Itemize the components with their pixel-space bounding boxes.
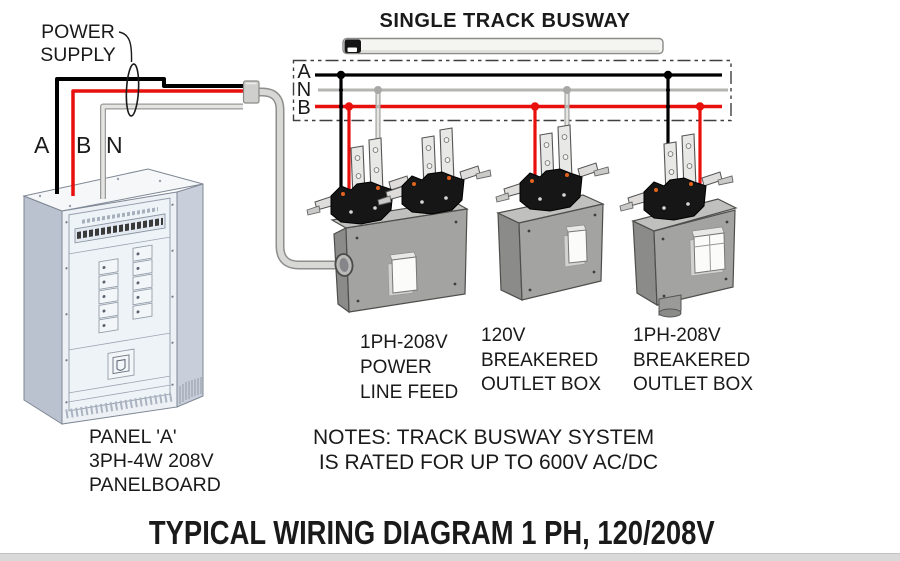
phase-a-supply-wire xyxy=(55,77,244,194)
panel-side-vents xyxy=(179,377,202,404)
bus-label-n: N xyxy=(296,79,312,101)
conduit xyxy=(259,89,338,268)
conduit-entry-knockout xyxy=(334,253,354,277)
box2-breaker-switch xyxy=(567,229,588,264)
supply-wire-label-b: B xyxy=(76,132,92,158)
track-plug-120v xyxy=(495,124,610,212)
callout-leader-line xyxy=(118,31,133,63)
diagram-title-text: TYPICAL WIRING DIAGRAM 1 PH, 120/208V xyxy=(149,514,715,551)
notes-text: NOTES: TRACK BUSWAY SYSTEM IS RATED FOR … xyxy=(313,426,659,474)
cord-connector-block xyxy=(242,80,260,104)
panel-front-details xyxy=(65,197,174,412)
device-label-power-line-feed: 1PH-208V POWER LINE FEED xyxy=(360,332,459,403)
supply-connector xyxy=(242,80,338,270)
phase-b-supply-wire xyxy=(71,89,244,196)
device-label-208v-outlet-box: 1PH-208V BREAKERED OUTLET BOX xyxy=(633,325,754,395)
panel-label: PANEL 'A' 3PH-4W 208V PANELBOARD xyxy=(89,426,221,496)
bottom-divider-bar xyxy=(0,553,900,561)
bus-conductors xyxy=(315,73,728,109)
supply-wire-label-a: A xyxy=(34,132,50,158)
device-label-120v-outlet-box: 120V BREAKERED OUTLET BOX xyxy=(481,325,602,395)
panel-breaker-column-right xyxy=(132,244,153,320)
junction-dots xyxy=(336,70,705,111)
busway-zone-border xyxy=(292,59,732,122)
supply-wire-label-n: N xyxy=(106,132,123,158)
track-plug-feed-2 xyxy=(377,127,492,215)
bus-label-a: A xyxy=(297,61,311,83)
callout-ellipse xyxy=(125,63,140,117)
power-supply-callout xyxy=(118,31,140,117)
bus-label-b: B xyxy=(297,97,311,119)
panel-main-breaker xyxy=(107,348,135,380)
power-supply-wires xyxy=(55,77,244,199)
power-supply-label: POWER SUPPLY xyxy=(40,21,116,66)
panel-screws xyxy=(65,203,174,404)
busway-bar xyxy=(342,37,664,55)
busway-title: SINGLE TRACK BUSWAY xyxy=(379,10,631,32)
panel-breaker-column-left xyxy=(98,258,119,334)
panelboard xyxy=(22,168,204,425)
diagram-title: TYPICAL WIRING DIAGRAM 1 PH, 120/208V xyxy=(0,513,864,553)
box1-breaker-switch xyxy=(391,256,418,294)
